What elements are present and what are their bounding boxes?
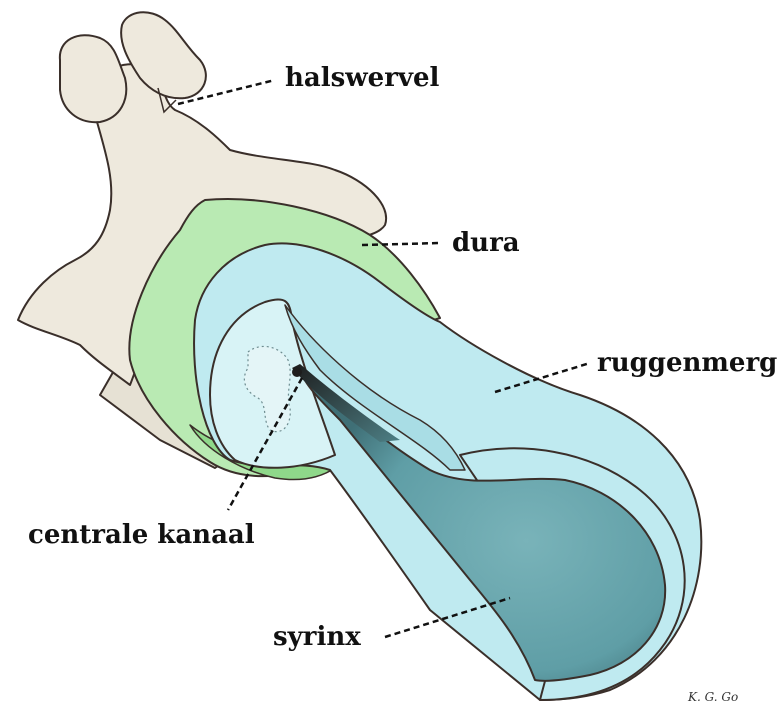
label-syrinx: syrinx [273,624,361,650]
artist-signature: K. G. Go [688,690,738,704]
label-halswervel: halswervel [285,65,439,91]
label-ruggenmerg: ruggenmerg [597,350,777,376]
vertebra-spinous-process-left [60,35,126,122]
label-centrale-kanaal: centrale kanaal [28,522,255,548]
label-dura: dura [452,230,520,256]
central-canal-opening [292,367,302,377]
